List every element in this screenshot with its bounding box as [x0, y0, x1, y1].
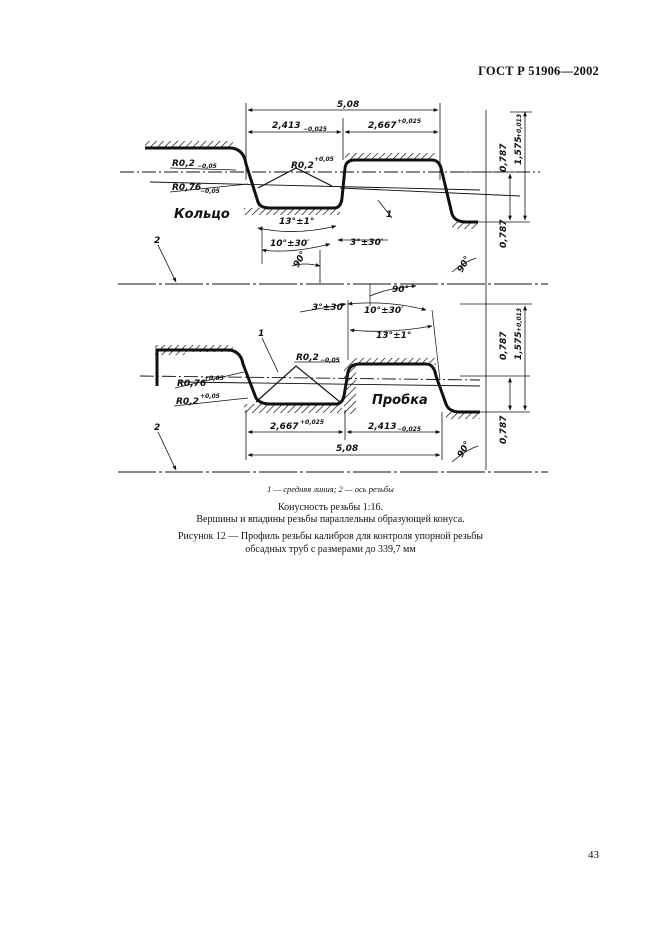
ring-d1-dim: 2,413 [272, 121, 300, 131]
caption-crests: Вершины и впадины резьбы параллельны обр… [196, 514, 465, 525]
plug-label: Пробка [372, 393, 428, 408]
plug-r02-label: R0,2 [296, 353, 319, 363]
plug-outline [155, 348, 480, 414]
plug-pitch-dim: 5,08 [336, 444, 358, 454]
plug-ang90-dim: 90° [392, 285, 409, 295]
ring-outline [145, 146, 478, 224]
ring-d2-dim: 2,667 [368, 121, 397, 131]
plug-hatch-crest [350, 358, 436, 365]
plug-ang13-dim: 13°±1° [376, 331, 411, 341]
plug-hatch-root [244, 404, 342, 413]
ring-hatch-right [345, 153, 435, 160]
plug-callout-2: 2 [154, 423, 160, 433]
plug-h1575-dim: 1,575 [514, 332, 524, 360]
ring-d2-tol: +0,025 [397, 118, 421, 125]
plug-ang10-dim: 10°±30′ [364, 306, 404, 316]
plug-r02-tol: −0,05 [320, 357, 340, 364]
ring-profile [120, 141, 540, 229]
ring-h0787-dim: 0,787 [499, 143, 509, 172]
standard-number: ГОСТ Р 51906—2002 [478, 64, 599, 78]
ring-r02b-tol: +0,05 [314, 156, 334, 163]
ring-h1575-dim: 1,575 [514, 137, 524, 165]
plug-ang3-dim: 3°±30′ [312, 303, 346, 313]
ring-ang90-dim: 90° [292, 250, 309, 270]
ring-hatch-root2 [452, 222, 478, 229]
ring-hatch-root [244, 208, 340, 215]
ring-r02-tol: −0,05 [197, 163, 217, 170]
plug-dimensions: 1 R0,2 −0,05 R0,76 +0,05 R0,2 +0,05 Проб… [154, 303, 532, 471]
plug-r076-tol: +0,05 [204, 375, 224, 382]
plug-d1-tol: −0,025 [397, 426, 421, 433]
figure-title-line1: Рисунок 12 — Профиль резьбы калибров для… [177, 531, 484, 542]
plug-profile [139, 345, 481, 419]
ring-hatch-left [145, 141, 233, 148]
ring-pitch-dim: 5,08 [337, 100, 359, 110]
plug-callout-1: 1 [258, 329, 264, 339]
plug-hatch-right [446, 412, 480, 419]
ring-h0787b-dim: 0,787 [499, 219, 509, 248]
plug-d2-tol: +0,025 [300, 419, 324, 426]
ring-ang10-dim: 10°±30′ [270, 239, 310, 249]
ring-h1575-tol: +0,013 [516, 114, 523, 138]
ring-r076-label: R0,76 [172, 183, 201, 193]
ring-ang13-dim: 13°±1° [279, 217, 314, 227]
ring-ang3-dim: 3°±30′ [350, 238, 384, 248]
plug-h0787b-dim: 0,787 [499, 415, 509, 444]
plug-dimensions-top: 90° 3°±30′ 10°±30′ 13°±1° [299, 284, 441, 381]
ring-label: Кольцо [174, 207, 230, 222]
ring-r02-label: R0,2 [172, 159, 195, 169]
figure-title: Рисунок 12 — Профиль резьбы калибров для… [0, 531, 661, 556]
ring-d1-tol: −0,025 [303, 126, 327, 133]
plug-h0787-dim: 0,787 [499, 331, 509, 360]
plug-r02b-label: R0,2 [176, 397, 199, 407]
ring-r02b-label: R0,2 [291, 161, 314, 171]
plug-h1575-tol: +0,013 [516, 308, 523, 332]
plug-d2-dim: 2,667 [270, 422, 299, 432]
caption-taper: Конусность резьбы 1:16. [277, 502, 384, 513]
ring-callout-2: 2 [154, 236, 160, 246]
plug-r02b-tol: +0,05 [200, 393, 220, 400]
figure-title-line2: обсадных труб с размерами до 339,7 мм [245, 543, 416, 555]
ring-callout-1: 1 [386, 210, 392, 220]
page-number: 43 [588, 849, 599, 861]
ring-ang90b-dim: 90° [456, 255, 473, 275]
plug-d1-dim: 2,413 [368, 422, 396, 432]
figure-legend: 1 — средняя линия; 2 — ось резьбы [267, 484, 394, 494]
ring-r076-tol: −0,05 [200, 188, 220, 195]
